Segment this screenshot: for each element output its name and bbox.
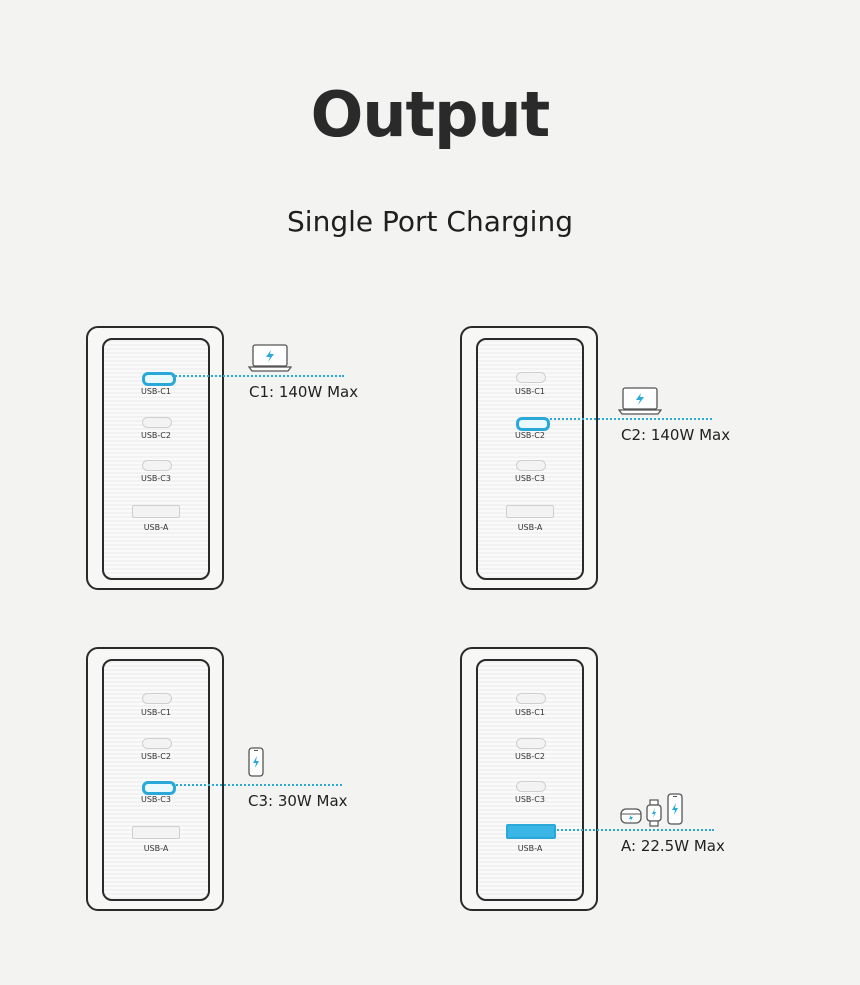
output-label: C2: 140W Max xyxy=(621,426,731,444)
panel-usb-c3: USB-C1 USB-C2 USB-C3 USB-A C3: 30W Max xyxy=(86,647,486,917)
connection-line xyxy=(172,784,342,786)
charger-face: USB-C1 USB-C2 USB-C3 USB-A xyxy=(102,338,210,580)
charger-face: USB-C1 USB-C2 USB-C3 USB-A xyxy=(102,659,210,901)
panel-usb-a: USB-C1 USB-C2 USB-C3 USB-A A: 22.5W Max xyxy=(460,647,860,917)
usb-a-label: USB-A xyxy=(517,523,543,532)
usb-c3-label: USB-C3 xyxy=(141,795,171,804)
usb-c3-label: USB-C3 xyxy=(141,474,171,483)
usb-c1-label: USB-C1 xyxy=(141,708,171,717)
usb-c1-label: USB-C1 xyxy=(515,387,545,396)
usb-c1-port xyxy=(516,372,546,383)
usb-c1-port xyxy=(142,372,176,386)
usb-c2-label: USB-C2 xyxy=(515,431,545,440)
page-subtitle: Single Port Charging xyxy=(287,205,573,238)
connection-line xyxy=(554,829,714,831)
earbuds-icon xyxy=(620,808,642,824)
output-label: C3: 30W Max xyxy=(248,792,348,810)
laptop-icon xyxy=(248,344,292,372)
usb-c2-port xyxy=(516,417,550,431)
laptop-icon xyxy=(618,387,662,415)
connection-line xyxy=(172,375,344,377)
charger-face: USB-C1 USB-C2 USB-C3 USB-A xyxy=(476,338,584,580)
usb-a-port xyxy=(506,505,554,518)
usb-c2-port xyxy=(516,738,546,749)
usb-c3-port xyxy=(516,460,546,471)
usb-a-label: USB-A xyxy=(143,523,169,532)
output-label: C1: 140W Max xyxy=(249,383,359,401)
usb-c3-port xyxy=(142,460,172,471)
charger-outline: USB-C1 USB-C2 USB-C3 USB-A xyxy=(86,647,224,911)
usb-a-port xyxy=(132,826,180,839)
usb-c3-label: USB-C3 xyxy=(515,795,545,804)
panel-usb-c1: USB-C1 USB-C2 USB-C3 USB-A C1: 140W Max xyxy=(86,326,486,596)
phone-icon xyxy=(248,747,264,777)
usb-c3-port xyxy=(516,781,546,792)
charger-face: USB-C1 USB-C2 USB-C3 USB-A xyxy=(476,659,584,901)
usb-c3-label: USB-C3 xyxy=(515,474,545,483)
usb-c1-port xyxy=(142,693,172,704)
charger-outline: USB-C1 USB-C2 USB-C3 USB-A xyxy=(86,326,224,590)
usb-c2-port xyxy=(142,417,172,428)
usb-a-port xyxy=(132,505,180,518)
usb-c2-label: USB-C2 xyxy=(515,752,545,761)
usb-c3-port xyxy=(142,781,176,795)
watch-icon xyxy=(646,799,662,827)
usb-c1-label: USB-C1 xyxy=(515,708,545,717)
usb-c1-port xyxy=(516,693,546,704)
usb-a-label: USB-A xyxy=(143,844,169,853)
charger-outline: USB-C1 USB-C2 USB-C3 USB-A xyxy=(460,326,598,590)
usb-a-port xyxy=(506,824,556,839)
panel-usb-c2: USB-C1 USB-C2 USB-C3 USB-A C2: 140W Max xyxy=(460,326,860,596)
charger-outline: USB-C1 USB-C2 USB-C3 USB-A xyxy=(460,647,598,911)
usb-c1-label: USB-C1 xyxy=(141,387,171,396)
usb-c2-port xyxy=(142,738,172,749)
usb-c2-label: USB-C2 xyxy=(141,752,171,761)
output-label: A: 22.5W Max xyxy=(621,837,725,855)
connection-line xyxy=(546,418,712,420)
phone-icon xyxy=(667,793,683,825)
usb-c2-label: USB-C2 xyxy=(141,431,171,440)
usb-a-label: USB-A xyxy=(517,844,543,853)
page-title: Output xyxy=(310,78,551,151)
